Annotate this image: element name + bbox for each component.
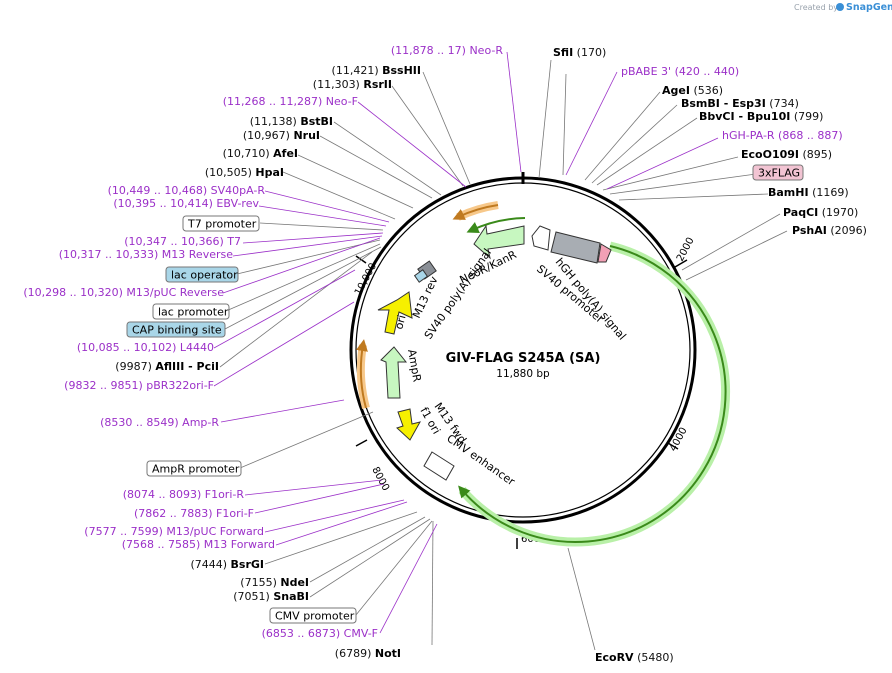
3xflag-feature[interactable] (597, 243, 612, 263)
ampr-feature[interactable] (380, 346, 408, 399)
feature-box-0: T7 promoter (187, 218, 257, 231)
credit-prefix: Created by (794, 3, 838, 12)
site-hpai[interactable]: (10,505) HpaI (205, 166, 284, 179)
credit-brand: SnapGene (846, 2, 892, 13)
primer-14[interactable]: (6853 .. 6873) CMV-F (262, 627, 378, 640)
feature-box-3-box[interactable] (126, 321, 226, 338)
label-cmv-enhancer: CMV enhancer (444, 432, 517, 489)
feature-box-3: CAP binding site (132, 324, 222, 337)
primer-lines-left (213, 51, 522, 634)
label-ampr: AmpR (405, 348, 424, 383)
f1-ori-feature[interactable] (396, 408, 421, 441)
cap-site-feature[interactable] (413, 269, 429, 283)
site-bsrgi[interactable]: (7444) BsrGI (190, 558, 264, 571)
site-bstbi[interactable]: (11,138) BstBI (250, 115, 333, 128)
site-bamhi[interactable]: BamHI (1169) (768, 186, 849, 199)
primer-4[interactable]: (10,347 .. 10,366) T7 (124, 235, 241, 248)
site-afliii[interactable]: (9987) AflIII - PciI (115, 360, 219, 373)
primer-3[interactable]: (10,395 .. 10,414) EBV-rev (113, 197, 259, 210)
feature-box-5-box[interactable] (269, 607, 357, 624)
site-agei[interactable]: AgeI (536) (662, 84, 723, 97)
primer-pbabe3[interactable]: pBABE 3' (420 .. 440) (621, 65, 739, 78)
site-ecorv[interactable]: EcoRV (5480) (595, 651, 674, 664)
plasmid-length: 11,880 bp (496, 368, 550, 380)
neo-primer-arc (466, 217, 526, 233)
primer-6[interactable]: (10,298 .. 10,320) M13/pUC Reverse (23, 286, 224, 299)
plasmid-name: GIV-FLAG S245A (SA) (446, 351, 601, 366)
cmv-enhancer-feature[interactable] (423, 451, 455, 481)
site-pshai[interactable]: PshAI (2096) (792, 224, 867, 237)
feature-box-0-box[interactable] (182, 215, 260, 232)
tick-2000: 2000 (675, 236, 697, 264)
site-rsrii[interactable]: (11,303) RsrII (313, 78, 392, 91)
site-bbvci[interactable]: BbvCI - Bpu10I (799) (699, 110, 823, 123)
feature-box-5: CMV promoter (275, 610, 355, 623)
primer-12[interactable]: (7577 .. 7599) M13/pUC Forward (84, 525, 264, 538)
ori-feature[interactable] (377, 291, 413, 335)
primer-13[interactable]: (7568 .. 7585) M13 Forward (122, 538, 275, 551)
primer-9[interactable]: (8530 .. 8549) Amp-R (100, 416, 219, 429)
site-snabi[interactable]: (7051) SnaBI (233, 590, 309, 603)
feature-box-1: lac operator (171, 269, 238, 282)
site-afei[interactable]: (10,710) AfeI (223, 147, 298, 160)
orange-left-arc (356, 339, 368, 409)
primer-1[interactable]: (11,268 .. 11,287) Neo-F (223, 95, 358, 108)
primer-11[interactable]: (7862 .. 7883) F1ori-F (134, 507, 254, 520)
feature-box-2-box[interactable] (152, 303, 230, 320)
site-paqci[interactable]: PaqCI (1970) (783, 206, 858, 219)
feature-box-4-box[interactable] (146, 460, 242, 477)
tick-8000: 8000 (369, 465, 391, 493)
site-nrui[interactable]: (10,967) NruI (243, 129, 320, 142)
label-hgh-polya: hGH poly(A) signal (553, 256, 629, 343)
primer-2[interactable]: (10,449 .. 10,468) SV40pA-R (108, 184, 266, 197)
feature-box-1-box[interactable] (165, 266, 239, 283)
orange-top-arc (452, 204, 499, 220)
site-bsmbi[interactable]: BsmBI - Esp3I (734) (681, 97, 799, 110)
primer-10[interactable]: (8074 .. 8093) F1ori-R (123, 488, 245, 501)
position-ticks (355, 255, 688, 549)
snapgene-logo-icon (836, 3, 844, 11)
neor-kanr-feature[interactable] (473, 224, 525, 260)
feature-3xflag: 3xFLAG (758, 167, 800, 180)
site-ndei[interactable]: (7155) NdeI (240, 576, 309, 589)
site-noti[interactable]: (6789) NotI (335, 647, 401, 660)
leader-lines-left (219, 71, 471, 616)
primer-hgh-pa-r[interactable]: hGH-PA-R (868 .. 887) (722, 129, 843, 142)
site-bsshii[interactable]: (11,421) BssHII (332, 64, 421, 77)
primer-5[interactable]: (10,317 .. 10,333) M13 Reverse (59, 248, 233, 261)
sv40-promoter-feature[interactable] (531, 225, 551, 251)
primer-8[interactable]: (9832 .. 9851) pBR322ori-F (64, 379, 214, 392)
primer-7[interactable]: (10,085 .. 10,102) L4440 (77, 341, 214, 354)
feature-3xflag-box[interactable] (752, 164, 804, 181)
primer-lines-right (565, 71, 719, 190)
label-ori: ori (392, 314, 408, 331)
feature-box-2: lac promoter (158, 306, 229, 319)
leader-lines-right (431, 59, 788, 651)
feature-box-4: AmpR promoter (152, 463, 240, 476)
primer-0[interactable]: (11,878 .. 17) Neo-R (391, 44, 503, 57)
site-sfii[interactable]: SfiI (170) (553, 46, 606, 59)
site-ecoo109i[interactable]: EcoO109I (895) (741, 148, 832, 161)
insert-arc (458, 245, 727, 543)
hgh-polya-feature[interactable] (550, 231, 601, 264)
